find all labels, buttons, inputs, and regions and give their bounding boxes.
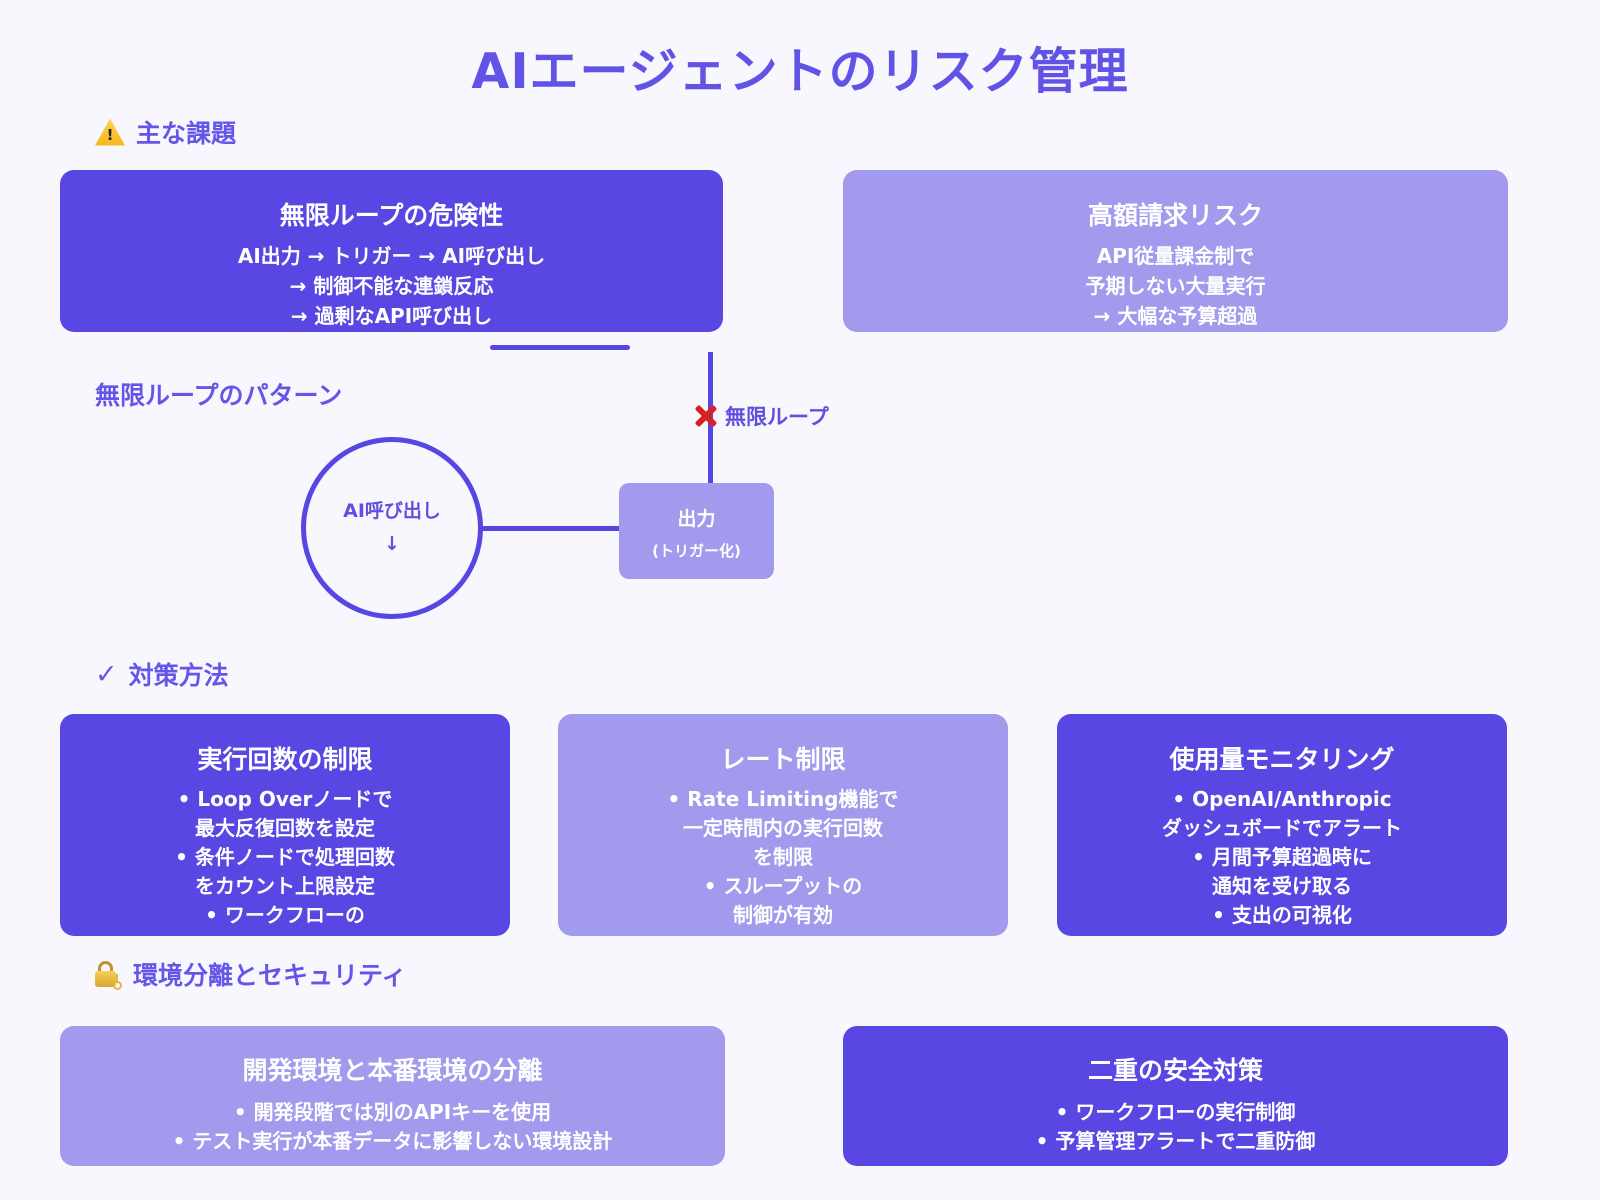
box-line: 最大反復回数を設定 — [195, 816, 375, 840]
ai-call-node-label: AI呼び出し — [343, 500, 441, 522]
box-line: • Rate Limiting機能で — [667, 787, 899, 811]
box-line: → 大幅な予算超過 — [1093, 304, 1258, 328]
section-header-loop-pattern-label: 無限ループのパターン — [95, 381, 343, 410]
countermeasure-box-execution-limit: 実行回数の制限 • Loop Overノードで 最大反復回数を設定 • 条件ノー… — [60, 714, 510, 936]
security-box-double-safety: 二重の安全対策 • ワークフローの実行制御 • 予算管理アラートで二重防御 — [843, 1026, 1508, 1166]
box-line: • 予算管理アラートで二重防御 — [1035, 1129, 1316, 1153]
box-line: • 支出の可視化 — [1212, 903, 1352, 927]
warning-icon: ! — [95, 118, 125, 146]
box-title: 無限ループの危険性 — [279, 201, 504, 230]
section-header-security-label: 環境分離とセキュリティ — [133, 961, 407, 990]
box-line: ダッシュボードでアラート — [1162, 816, 1402, 840]
box-line: AI出力 → トリガー → AI呼び出し — [237, 244, 546, 268]
connector-stub-line — [490, 345, 630, 350]
section-header-loop-pattern: 無限ループのパターン — [95, 376, 342, 412]
infinite-loop-label-text: 無限ループ — [725, 405, 829, 429]
box-title: 二重の安全対策 — [1087, 1056, 1263, 1085]
infinite-loop-label: 無限ループ — [694, 401, 829, 431]
box-line: • OpenAI/Anthropic — [1172, 787, 1392, 811]
box-title: 高額請求リスク — [1087, 201, 1263, 230]
box-line: → 過剰なAPI呼び出し — [290, 304, 493, 328]
box-title: レート制限 — [720, 745, 846, 774]
ai-call-node-arrow: ↓ — [384, 533, 400, 555]
ai-call-node: AI呼び出し ↓ — [301, 437, 483, 619]
x-icon — [694, 404, 718, 428]
box-title: 実行回数の制限 — [197, 745, 373, 774]
lock-icon — [95, 960, 122, 990]
box-line: 予期しない大量実行 — [1085, 274, 1266, 298]
section-header-countermeasures: ✓ 対策方法 — [95, 656, 229, 692]
box-line: 通知を受け取る — [1212, 874, 1352, 898]
box-line: • スループットの — [703, 874, 863, 898]
box-line: → 制御不能な連鎖反応 — [289, 274, 494, 298]
box-line: • ワークフローの実行制御 — [1055, 1100, 1296, 1124]
section-header-issues: ! 主な課題 — [95, 114, 236, 150]
output-node-title: 出力 — [677, 508, 716, 530]
box-line: • Loop Overノードで — [177, 787, 393, 811]
countermeasure-box-usage-monitoring: 使用量モニタリング • OpenAI/Anthropic ダッシュボードでアラー… — [1057, 714, 1507, 936]
issue-box-infinite-loop: 無限ループの危険性 AI出力 → トリガー → AI呼び出し → 制御不能な連鎖… — [60, 170, 723, 332]
box-line: API従量課金制で — [1096, 244, 1255, 268]
box-line: 一定時間内の実行回数 — [683, 816, 883, 840]
section-header-security: 環境分離とセキュリティ — [95, 956, 407, 992]
box-line: 制御が有効 — [733, 903, 833, 927]
box-line: を制限 — [753, 845, 813, 869]
box-line: をカウント上限設定 — [195, 874, 375, 898]
box-line: • 条件ノードで処理回数 — [175, 845, 395, 869]
box-line: • 開発段階では別のAPIキーを使用 — [233, 1100, 552, 1124]
output-node-subtitle: (トリガー化) — [652, 542, 741, 560]
check-icon: ✓ — [95, 658, 118, 690]
box-title: 開発環境と本番環境の分離 — [242, 1056, 543, 1085]
output-node: 出力 (トリガー化) — [619, 483, 774, 579]
box-line: • ワークフローの — [205, 903, 365, 927]
box-line: • 月間予算超過時に — [1192, 845, 1372, 869]
section-header-issues-label: 主な課題 — [136, 119, 237, 148]
section-header-countermeasures-label: 対策方法 — [128, 661, 229, 690]
loop-connector-horizontal — [481, 526, 621, 531]
box-title: 使用量モニタリング — [1169, 745, 1395, 774]
issue-box-high-billing: 高額請求リスク API従量課金制で 予期しない大量実行 → 大幅な予算超過 — [843, 170, 1508, 332]
countermeasure-box-rate-limit: レート制限 • Rate Limiting機能で 一定時間内の実行回数 を制限 … — [558, 714, 1008, 936]
box-line: • テスト実行が本番データに影響しない環境設計 — [172, 1129, 613, 1153]
security-box-env-separation: 開発環境と本番環境の分離 • 開発段階では別のAPIキーを使用 • テスト実行が… — [60, 1026, 725, 1166]
page-title: AIエージェントのリスク管理 — [471, 43, 1129, 100]
